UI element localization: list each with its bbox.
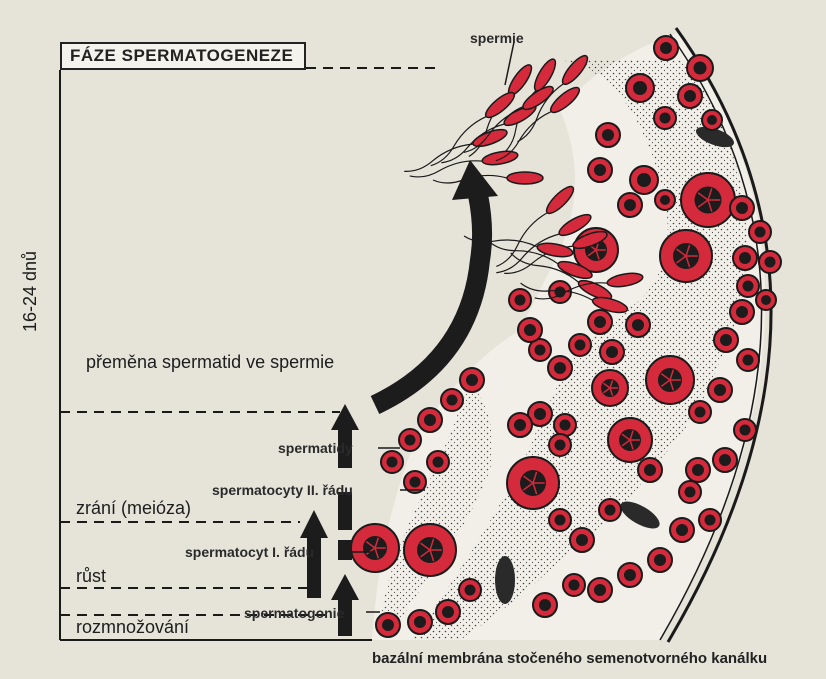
phase-growth-label: růst — [76, 566, 106, 587]
germ-cell — [548, 356, 572, 380]
germ-cell — [734, 419, 756, 441]
germ-cell — [756, 290, 776, 310]
page-title: FÁZE SPERMATOGENEZE — [60, 42, 306, 70]
arrow-head — [331, 574, 359, 600]
arrow-head — [331, 404, 359, 430]
germ-cell — [730, 300, 754, 324]
germ-cell — [588, 158, 612, 182]
spermatocyte-cell — [681, 173, 735, 227]
spermatocyte-cell — [608, 418, 652, 462]
germ-cell — [399, 429, 421, 451]
germ-cell — [376, 613, 400, 637]
germ-cell — [508, 413, 532, 437]
germ-cell — [655, 190, 675, 210]
germ-cell — [686, 458, 710, 482]
phase-multiplication-label: rozmnožování — [76, 617, 189, 638]
germ-cell — [737, 349, 759, 371]
germ-cell — [618, 193, 642, 217]
germ-cell — [638, 458, 662, 482]
germ-cell — [714, 328, 738, 352]
germ-cell — [549, 434, 571, 456]
spermatozoon — [401, 126, 508, 175]
germ-cell — [596, 123, 620, 147]
spermatocyte-cell — [646, 356, 694, 404]
germ-cell — [518, 318, 542, 342]
germ-cell — [588, 310, 612, 334]
spermatozoa-label: spermie — [470, 30, 524, 46]
germ-cell — [554, 414, 576, 436]
transformation-arrowhead — [452, 160, 498, 200]
germ-cell — [654, 107, 676, 129]
germ-cell — [759, 251, 781, 273]
spermatids-label: spermatidy — [278, 440, 353, 456]
phase-maturation-label: zrání (meióza) — [76, 498, 191, 519]
germ-cell — [689, 401, 711, 423]
germ-cell — [460, 368, 484, 392]
germ-cell — [509, 289, 531, 311]
spermatozoon — [433, 172, 543, 184]
germ-cell — [381, 451, 403, 473]
germ-cell — [737, 275, 759, 297]
germ-cell — [679, 481, 701, 503]
germ-cell — [687, 55, 713, 81]
germ-cell — [549, 509, 571, 531]
germ-cell — [626, 74, 654, 102]
germ-cell — [533, 593, 557, 617]
spermatogonia-label: spermatogonie — [244, 605, 344, 621]
germ-cell — [708, 378, 732, 402]
germ-cell — [626, 313, 650, 337]
spermatocyte-cell — [351, 524, 399, 572]
germ-cell — [408, 610, 432, 634]
germ-cell — [600, 340, 624, 364]
germ-cell — [569, 334, 591, 356]
germ-cell — [563, 574, 585, 596]
germ-cell — [730, 196, 754, 220]
germ-cell — [618, 563, 642, 587]
germ-cell — [733, 246, 757, 270]
stage-arrows — [300, 404, 359, 636]
germ-cell — [418, 408, 442, 432]
primary-spermatocyte-label: spermatocyt I. řádu — [185, 544, 314, 560]
spermatocyte-cell — [660, 230, 712, 282]
germ-cell — [654, 36, 678, 60]
germ-cell — [699, 509, 721, 531]
spermatocyte-cell — [592, 370, 628, 406]
germ-cell — [630, 166, 658, 194]
spermatocyte-cell — [404, 524, 456, 576]
myoid-cell — [495, 556, 515, 604]
secondary-spermatocytes-label: spermatocyty II. řádu — [212, 482, 353, 498]
germ-cell — [713, 448, 737, 472]
basement-membrane-caption: bazální membrána stočeného semenotvornéh… — [372, 650, 767, 667]
duration-label: 16-24 dnů — [20, 251, 41, 332]
germ-cell — [670, 518, 694, 542]
germ-cell — [599, 499, 621, 521]
germ-cell — [588, 578, 612, 602]
germ-cell — [648, 548, 672, 572]
pointer-spermie — [505, 42, 514, 85]
phase-transformation-label: přeměna spermatid ve spermie — [86, 352, 334, 373]
germ-cell — [459, 579, 481, 601]
germ-cell — [749, 221, 771, 243]
germ-cell — [441, 389, 463, 411]
germ-cell — [678, 84, 702, 108]
germ-cell — [702, 110, 722, 130]
arrow-head — [300, 510, 328, 538]
germ-cell — [436, 600, 460, 624]
germ-cell — [427, 451, 449, 473]
spermatocyte-cell — [507, 457, 559, 509]
germ-cell — [570, 528, 594, 552]
arrow-shaft — [338, 540, 352, 560]
